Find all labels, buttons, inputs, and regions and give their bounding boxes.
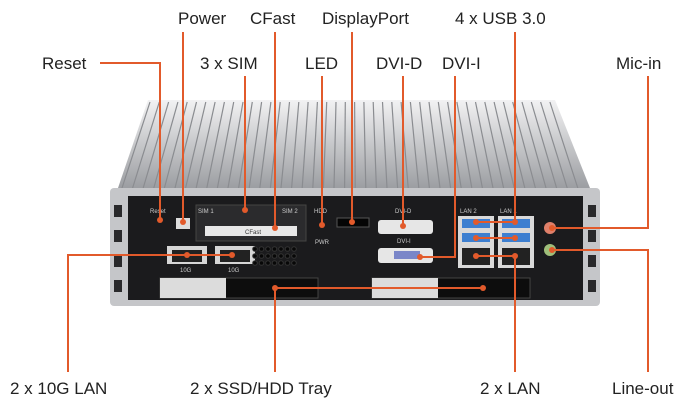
heatsink-fin (312, 101, 318, 189)
heatsink-fin (381, 101, 388, 189)
label-power: Power (178, 9, 227, 28)
vent-hole (291, 246, 297, 252)
vent-hole (265, 246, 271, 252)
vent-holes (252, 246, 297, 266)
vent-hole (252, 260, 258, 266)
heatsink-fin (185, 101, 207, 189)
heatsink-fin (484, 101, 505, 189)
heatsink-fin (549, 101, 579, 189)
heatsink-fin (521, 101, 547, 189)
label-dvi-d: DVI-D (376, 54, 423, 73)
heatsink-fin (363, 101, 367, 189)
label-reset: Reset (42, 54, 87, 73)
panel-hdd-text: HDD (314, 209, 328, 215)
heatsink-fin (409, 101, 420, 189)
label-dvi-i: DVI-I (442, 54, 481, 73)
vent-hole (271, 260, 278, 266)
label-mic-in: Mic-in (616, 54, 662, 73)
label-drive-tray: 2 x SSD/HDD Tray (190, 379, 332, 398)
heatsink-fin (372, 101, 377, 189)
heatsink-fin (291, 101, 300, 189)
vent-hole (265, 253, 271, 259)
panel-cfast-text: CFast (245, 230, 261, 236)
panel-dvii-text: DVI-I (397, 239, 411, 245)
panel-sim1-text: SIM 1 (198, 209, 214, 215)
vent-hole (271, 253, 278, 259)
heatsink-fin (391, 101, 399, 189)
heatsink-fin (456, 101, 473, 189)
heatsink-fin (142, 101, 170, 189)
label-led: LED (305, 54, 339, 73)
panel-lan1-text: LAN 1 (500, 209, 517, 215)
heatsink-fin (344, 101, 346, 189)
vent-hole (278, 260, 284, 266)
label-10g-lan: 2 x 10G LAN (10, 379, 108, 398)
panel-reset-text: Reset (150, 209, 166, 215)
heatsink-fin (322, 101, 328, 189)
heatsink-fin (206, 101, 225, 189)
vent-hole (284, 246, 291, 252)
heatsink-fin (174, 101, 198, 189)
heatsink-fin (437, 101, 452, 189)
heatsink-fin (259, 101, 272, 189)
heatsink-fin (132, 101, 160, 189)
heatsink-fin (248, 101, 263, 189)
label-lan: 2 x LAN (480, 379, 541, 398)
panel-sim2-text: SIM 2 (282, 209, 298, 215)
label-cfast: CFast (250, 9, 296, 28)
heatsink-fin (227, 101, 244, 189)
vent-hole (278, 253, 284, 259)
heatsink-fin (493, 101, 515, 189)
label-usb: 4 x USB 3.0 (455, 9, 546, 28)
vent-hole (284, 260, 291, 266)
heatsink-fin (474, 101, 494, 189)
heatsink-fin (428, 101, 441, 189)
vent-hole (258, 246, 265, 252)
vent-hole (291, 260, 297, 266)
vent-hole (258, 260, 265, 266)
vent-hole (291, 253, 297, 259)
label-sim: 3 x SIM (200, 54, 258, 73)
panel-pwr-text: PWR (315, 240, 330, 246)
vent-hole (258, 253, 265, 259)
label-displayport: DisplayPort (322, 9, 409, 28)
heatsink-fin (530, 101, 558, 189)
vent-hole (252, 253, 258, 259)
vent-hole (271, 246, 278, 252)
panel-lan2-text: LAN 2 (460, 209, 477, 215)
vent-hole (252, 246, 258, 252)
heatsink (118, 100, 590, 189)
label-line-out: Line-out (612, 379, 674, 398)
vent-hole (265, 260, 271, 266)
vent-hole (284, 253, 291, 259)
leader-dots (157, 207, 555, 291)
heatsink-fin (153, 101, 179, 189)
heatsink-fin (195, 101, 216, 189)
cfast-slot (205, 226, 297, 236)
heatsink-fin (280, 101, 291, 189)
heatsink-fin (121, 101, 151, 189)
heatsink-fin (354, 101, 356, 189)
panel-10g-text-1: 10G (180, 268, 192, 274)
heatsink-fin (540, 101, 568, 189)
panel-10g-text-2: 10G (228, 268, 240, 274)
heatsink-fin (512, 101, 536, 189)
heatsink-fin (465, 101, 483, 189)
heatsink-fin (216, 101, 235, 189)
vent-hole (278, 246, 284, 252)
heatsink-fin (419, 101, 430, 189)
heatsink-fin (301, 101, 309, 189)
heatsink-fin (333, 101, 337, 189)
